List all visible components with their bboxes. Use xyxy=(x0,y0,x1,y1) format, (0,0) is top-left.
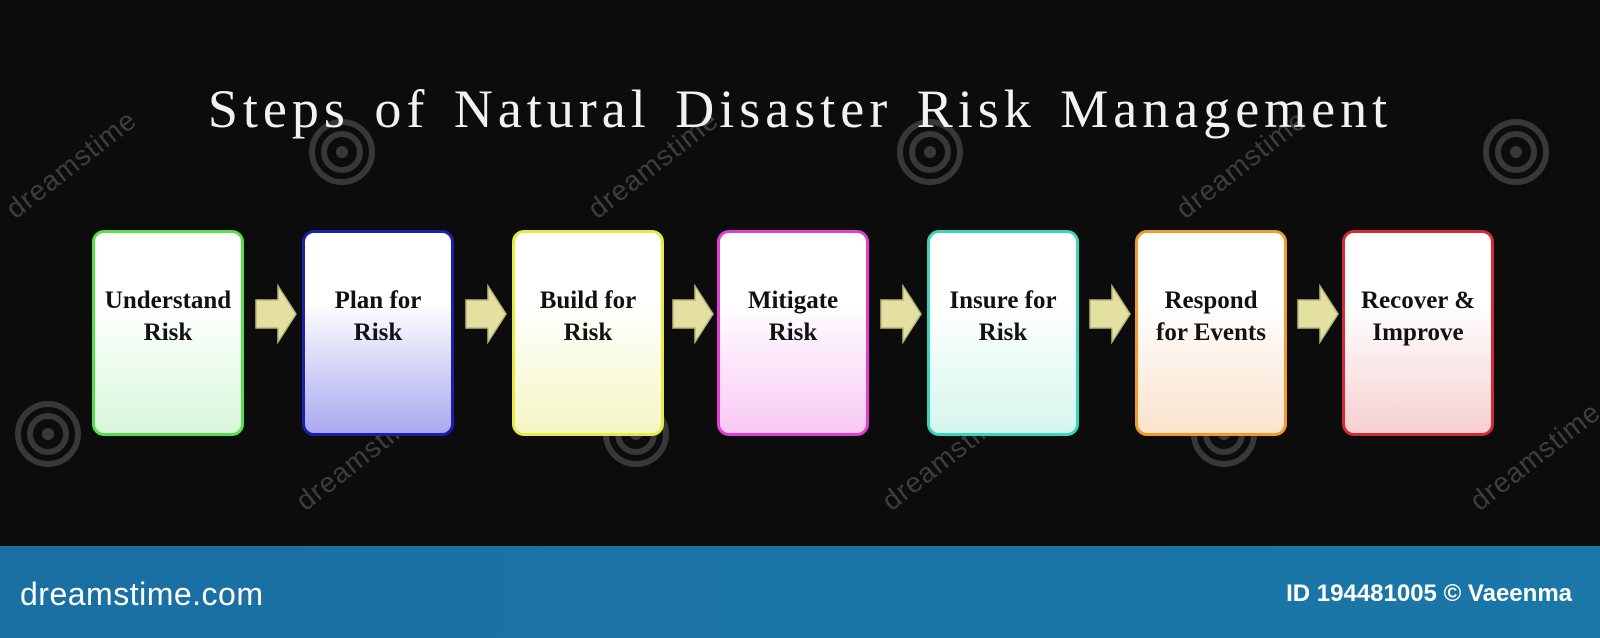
step-box: Understand Risk xyxy=(92,230,244,436)
flow-arrow-icon xyxy=(880,283,922,345)
step-box: Mitigate Risk xyxy=(717,230,869,436)
watermark-spiral-icon xyxy=(309,119,375,185)
step-label: Respond for Events xyxy=(1156,287,1266,346)
step-label: Mitigate Risk xyxy=(747,287,839,346)
diagram-title: Steps of Natural Disaster Risk Managemen… xyxy=(207,79,1393,139)
step-label: Recover & Improve xyxy=(1360,287,1476,346)
footer-bar: dreamstime.com ID 194481005 © Vaeenma xyxy=(0,546,1600,638)
step-box: Recover & Improve xyxy=(1342,230,1494,436)
watermark-spiral-icon xyxy=(897,119,963,185)
image-id-credit: ID 194481005 © Vaeenma xyxy=(1286,580,1572,607)
step-box: Respond for Events xyxy=(1135,230,1287,436)
flow-arrow-icon xyxy=(672,283,714,345)
watermark-spiral-icon xyxy=(1483,119,1549,185)
diagram-canvas: dreamstime dreamstime dreamstime dreamst… xyxy=(0,79,1600,517)
step-box: Plan for Risk xyxy=(302,230,454,436)
step-box: Insure for Risk xyxy=(927,230,1079,436)
step-label: Build for Risk xyxy=(539,287,637,346)
step-label: Plan for Risk xyxy=(334,287,422,346)
step-label: Insure for Risk xyxy=(949,287,1057,346)
step-label: Understand Risk xyxy=(104,287,232,346)
flow-arrow-icon xyxy=(1089,283,1131,345)
step-box: Build for Risk xyxy=(512,230,664,436)
watermark-spiral-icon xyxy=(15,401,81,467)
footer-logo: dreamstime.com xyxy=(20,576,264,612)
flow-arrow-icon xyxy=(465,283,507,345)
flow-arrow-icon xyxy=(1297,283,1339,345)
flow-arrow-icon xyxy=(255,283,297,345)
